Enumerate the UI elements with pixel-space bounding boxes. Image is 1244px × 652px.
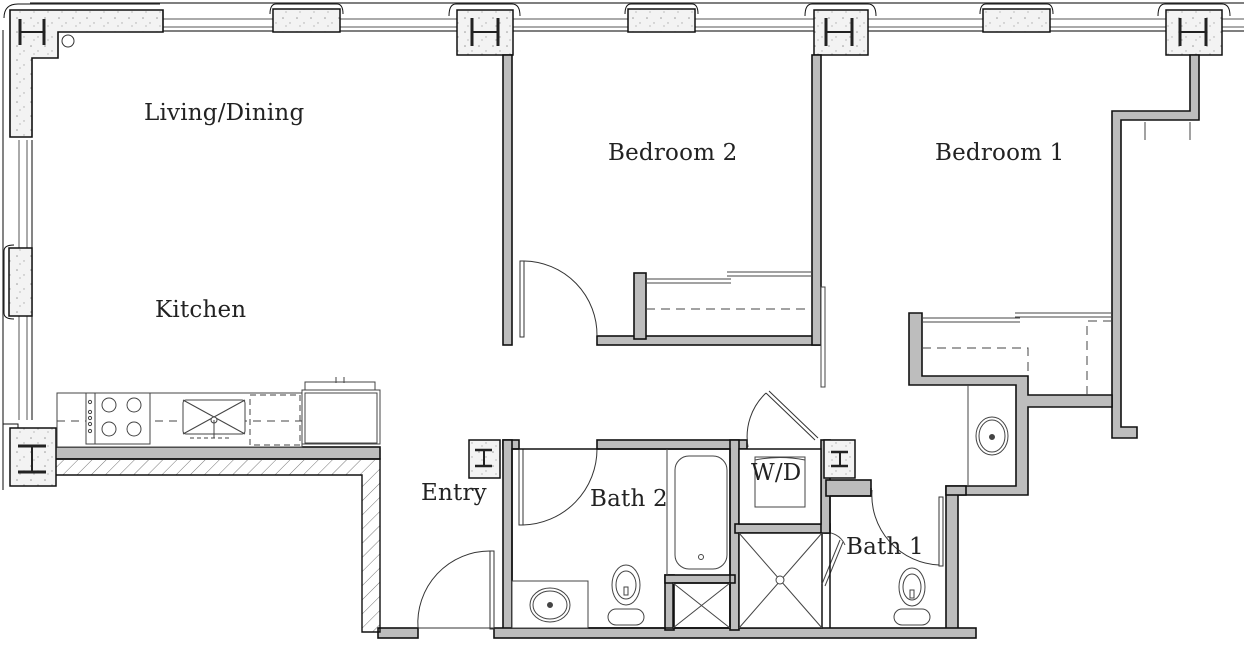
room-label-entry: Entry	[421, 480, 487, 506]
shower-door[interactable]	[821, 532, 846, 587]
door-bath1[interactable]	[871, 489, 944, 567]
room-label-bath-1: Bath 1	[846, 534, 924, 560]
wall-linen-top	[664, 574, 736, 584]
corner-column	[3, 3, 164, 138]
hatched-wall-kitchen	[54, 458, 381, 633]
steel-column-icon	[824, 18, 854, 46]
column-top-2	[804, 3, 877, 56]
cooktop-icon	[85, 392, 151, 445]
column-wd	[823, 439, 856, 479]
door-bath2[interactable]	[518, 448, 598, 526]
riser-icon	[61, 34, 75, 48]
room-label-living-dining: Living/Dining	[144, 100, 305, 126]
wall-living-bedroom2	[502, 54, 513, 346]
exterior-window-wall-top	[30, 2, 1244, 33]
column-kitchen	[3, 423, 57, 487]
steel-column-icon	[1178, 18, 1208, 46]
wall-wd-bottom	[734, 523, 831, 534]
wall-closet-stub	[633, 272, 647, 340]
column-top-3	[1157, 3, 1231, 56]
steel-column-icon	[831, 450, 848, 468]
vanity-bath2	[511, 580, 589, 629]
door-bedroom2[interactable]	[519, 260, 598, 338]
linen-closet	[672, 582, 731, 629]
exterior-window-wall-left	[2, 30, 33, 490]
closet-bedroom2	[646, 271, 812, 310]
shower-icon	[738, 532, 823, 629]
bath1-interior	[829, 488, 872, 628]
wall-bottom-left	[377, 627, 419, 639]
door-wd[interactable]	[746, 390, 819, 448]
wall-bath2-left	[502, 439, 513, 633]
steel-column-icon	[470, 18, 500, 46]
wall-bedroom2-bottom	[596, 335, 822, 346]
wall-bath1-top	[825, 479, 872, 497]
bathtub-icon	[666, 449, 728, 575]
toilet-icon	[893, 567, 931, 626]
wall-bath1-top-right	[945, 485, 967, 496]
vanity-bedroom1	[967, 385, 1009, 486]
kitchen-sink-icon	[182, 399, 246, 439]
wall-bedroom1-right	[1111, 54, 1200, 439]
room-label-kitchen: Kitchen	[155, 297, 247, 323]
window-pier	[3, 244, 33, 320]
room-label-washer-dryer: W/D	[751, 460, 802, 486]
dishwasher-icon	[249, 394, 301, 446]
window-pier	[624, 3, 699, 33]
column-entry	[468, 439, 501, 479]
column-top-1	[448, 3, 521, 56]
bath2-interior	[511, 448, 731, 629]
window-pier	[269, 3, 344, 33]
closet-bedroom1	[922, 312, 1112, 395]
wall-bedroom2-bedroom1	[811, 54, 822, 346]
pocket-door-bedroom1[interactable]	[820, 286, 826, 388]
steel-column-icon	[18, 19, 46, 45]
toilet-icon	[607, 564, 645, 626]
steel-column-icon	[18, 444, 46, 474]
refrigerator-icon	[301, 377, 381, 445]
steel-column-icon	[475, 448, 492, 468]
room-label-bedroom-2: Bedroom 2	[608, 140, 738, 166]
wall-bedroom1-closet	[908, 312, 1113, 631]
wall-kitchen-back	[54, 446, 381, 460]
window-pier	[979, 3, 1054, 33]
door-entry[interactable]	[417, 550, 495, 630]
washer-dryer-closet	[738, 448, 822, 525]
room-label-bedroom-1: Bedroom 1	[935, 140, 1065, 166]
wall-tub-right	[729, 439, 740, 631]
wall-bath2-top	[596, 439, 748, 450]
room-label-bath-2: Bath 2	[590, 486, 668, 512]
